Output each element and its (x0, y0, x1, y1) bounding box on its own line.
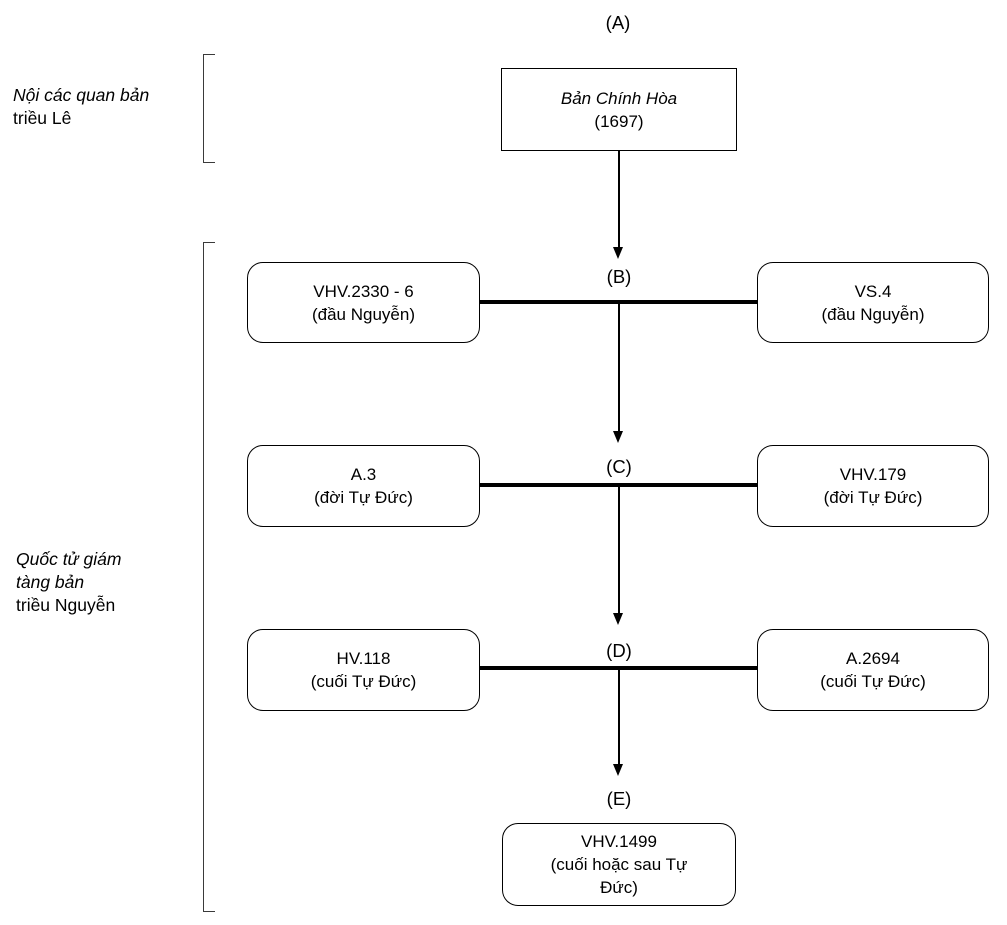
connector-row-b (480, 300, 757, 304)
node-hv118: HV.118 (cuối Tự Đức) (247, 629, 480, 711)
node-subtitle: (đời Tự Đức) (314, 488, 413, 507)
connector-row-d (480, 666, 757, 670)
node-title: A.3 (350, 465, 377, 484)
stage-label-d: (D) (606, 640, 632, 661)
node-subtitle: (đầu Nguyễn) (821, 304, 925, 324)
node-vs4: VS.4 (đầu Nguyễn) (757, 262, 989, 343)
node-subtitle: (cuối hoặc sau Tự Đức) (550, 855, 688, 897)
side-label-nguyen-line1: Quốc tử giám (16, 549, 122, 569)
side-label-le-group: Nội các quan bản triều Lê (13, 84, 149, 130)
side-label-le-line2: triều Lê (13, 108, 72, 128)
node-subtitle: (đời Tự Đức) (823, 488, 923, 507)
node-title: VHV.2330 - 6 (313, 281, 414, 301)
node-subtitle: (cuối Tự Đức) (310, 672, 417, 691)
stage-label-c: (C) (606, 456, 632, 477)
arrow-line-d-e (618, 670, 620, 765)
node-vhv1499: VHV.1499 (cuối hoặc sau Tự Đức) (502, 823, 736, 906)
node-title: VHV.1499 (581, 832, 657, 851)
arrowhead-d-e (613, 764, 624, 776)
node-vhv179: VHV.179 (đời Tự Đức) (757, 445, 989, 527)
node-a2694: A.2694 (cuối Tự Đức) (757, 629, 989, 711)
stage-label-b: (B) (606, 266, 632, 287)
arrowhead-c-d (613, 613, 624, 625)
node-ban-chinh-hoa: Bản Chính Hòa (1697) (501, 68, 737, 151)
node-vhv2330: VHV.2330 - 6 (đầu Nguyễn) (247, 262, 480, 343)
node-title: Bản Chính Hòa (560, 88, 678, 108)
connector-row-c (480, 483, 757, 487)
arrowhead-a-b (613, 247, 624, 259)
node-title: VS.4 (854, 281, 892, 301)
node-title: VHV.179 (839, 465, 907, 484)
node-a3: A.3 (đời Tự Đức) (247, 445, 480, 527)
side-label-nguyen-line3: triều Nguyễn (16, 595, 116, 615)
bracket-nguyen-dynasty (203, 242, 215, 912)
node-title: HV.118 (336, 649, 391, 668)
bracket-le-dynasty (203, 54, 215, 163)
side-label-le-line1: Nội các quan bản (13, 85, 150, 105)
node-subtitle: (đầu Nguyễn) (311, 304, 415, 324)
side-label-nguyen-line2: tàng bản (16, 572, 85, 592)
stage-label-a: (A) (605, 12, 631, 33)
arrowhead-b-c (613, 431, 624, 443)
side-label-nguyen-group: Quốc tử giám tàng bản triều Nguyễn (16, 548, 121, 617)
arrow-line-c-d (618, 487, 620, 614)
stage-label-e: (E) (606, 788, 632, 809)
node-subtitle: (cuối Tự Đức) (820, 672, 926, 691)
node-title: A.2694 (846, 649, 900, 668)
node-subtitle: (1697) (594, 111, 644, 131)
arrow-line-b-c (618, 304, 620, 432)
arrow-line-a-b (618, 151, 620, 248)
